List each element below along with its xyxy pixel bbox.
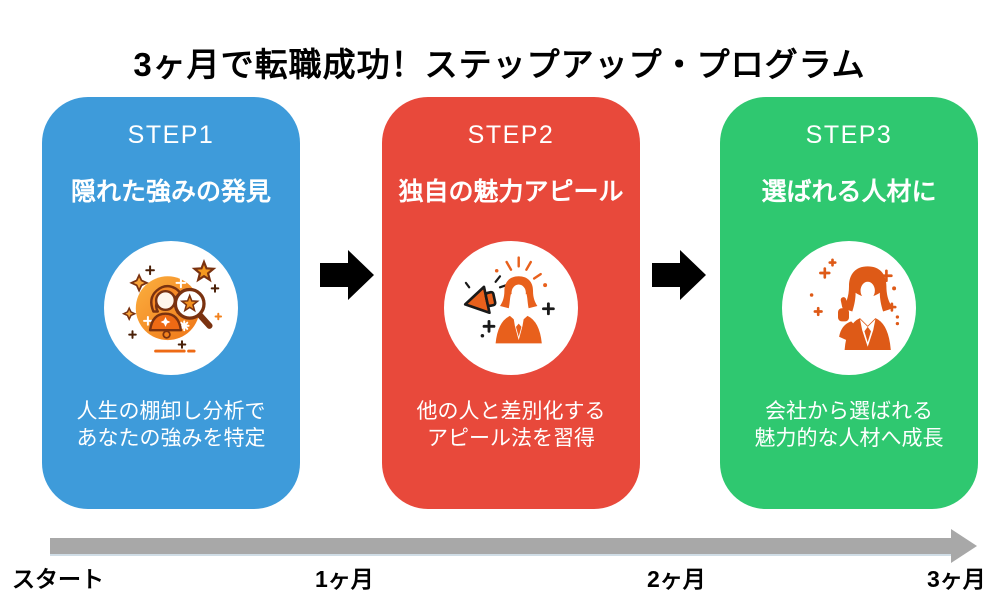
step3-heading: 選ばれる人材に (761, 178, 937, 206)
timeline-label-month2: 2ヶ月 (647, 566, 706, 592)
timeline-arrow-bar (50, 538, 951, 554)
thumbs-up-talent-icon (794, 251, 904, 366)
step1-desc-line2: あなたの強みを特定 (76, 427, 266, 450)
step2-heading: 独自の魅力アピール (398, 178, 624, 206)
timeline-label-month3: 3ヶ月 (927, 566, 986, 592)
step1-heading: 隠れた強みの発見 (70, 178, 271, 206)
step2-description: 他の人と差別化する アピール法を習得 (417, 398, 606, 452)
step3-label: STEP3 (805, 121, 893, 149)
step3-description: 会社から選ばれる 魅力的な人材へ成長 (755, 398, 944, 452)
step3-desc-line2: 魅力的な人材へ成長 (754, 427, 944, 450)
flow-arrow-icon-2 (652, 250, 706, 300)
step3-desc-line1: 会社から選ばれる (765, 400, 933, 423)
step2-desc-line2: アピール法を習得 (427, 427, 595, 450)
step-card-3: STEP3 選ばれる人材に (720, 97, 978, 509)
timeline-label-month1: 1ヶ月 (315, 566, 374, 592)
step2-desc-line1: 他の人と差別化する (416, 400, 606, 423)
step1-label: STEP1 (127, 121, 215, 149)
step2-label: STEP2 (467, 121, 555, 149)
step-card-2: STEP2 独自の魅力アピール (382, 97, 640, 509)
timeline-label-start: スタート (12, 566, 104, 592)
step1-description: 人生の棚卸し分析で あなたの強みを特定 (77, 398, 266, 452)
step1-desc-line1: 人生の棚卸し分析で (76, 400, 266, 423)
step-card-1: STEP1 隠れた強みの発見 (42, 97, 300, 509)
megaphone-appeal-icon (456, 251, 566, 366)
page-title: 3ヶ月で転職成功！ステップアップ・プログラム (133, 46, 866, 84)
step1-icon-circle (104, 241, 238, 375)
strength-discovery-icon (116, 251, 226, 366)
timeline-arrowhead-icon (951, 529, 977, 563)
flow-arrow-icon-1 (320, 250, 374, 300)
step2-icon-circle (444, 241, 578, 375)
step3-icon-circle (782, 241, 916, 375)
